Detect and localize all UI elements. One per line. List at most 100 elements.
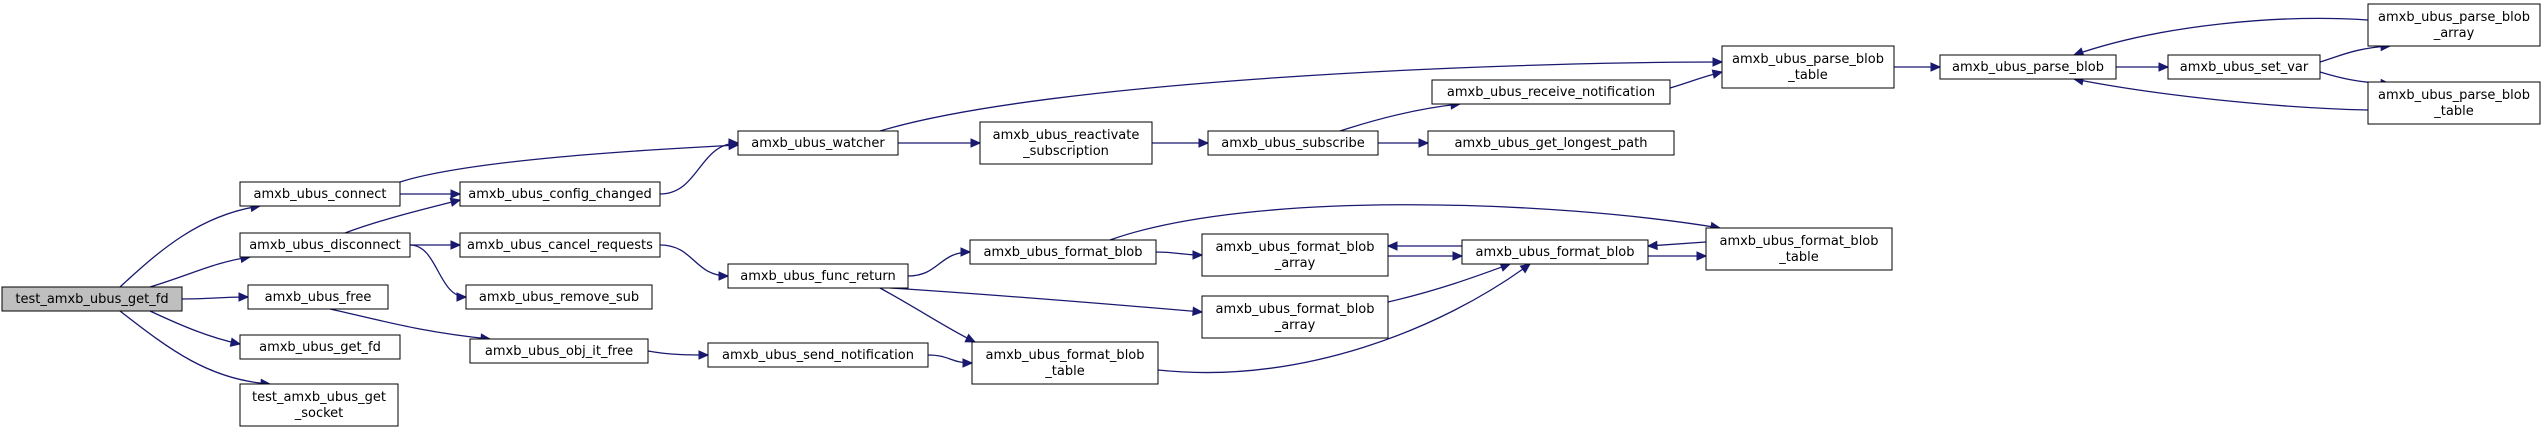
node-format-blob-array-1[interactable]: amxb_ubus_format_blob_array — [1201, 233, 1389, 277]
node-free[interactable]: amxb_ubus_free — [247, 284, 389, 310]
node-label: _subscription — [1022, 144, 1109, 159]
node-label: _table — [1044, 364, 1084, 379]
edge-reactivate_sub-to-subscribe — [1151, 138, 1210, 148]
node-box — [239, 334, 401, 360]
node-send-notification[interactable]: amxb_ubus_send_notification — [707, 342, 929, 368]
node-watcher[interactable]: amxb_ubus_watcher — [737, 130, 899, 156]
node-label: amxb_ubus_subscribe — [1221, 136, 1364, 151]
node-label: amxb_ubus_obj_it_free — [485, 344, 633, 359]
edge-send_notification-to-format_blob_table_1 — [927, 354, 974, 368]
node-box — [247, 284, 389, 310]
edge-config_changed-to-watcher — [659, 138, 740, 195]
edge-format_blob_1-to-format_blob_array_1 — [1155, 250, 1204, 260]
node-box — [459, 232, 661, 258]
edge-disconnect-to-config_changed — [344, 197, 462, 234]
node-box — [1721, 45, 1895, 89]
node-receive-notification[interactable]: amxb_ubus_receive_notification — [1431, 79, 1671, 105]
edge-test_get_fd-to-disconnect — [149, 253, 252, 288]
node-box — [239, 232, 411, 258]
node-format-blob-array-2[interactable]: amxb_ubus_format_blob_array — [1201, 295, 1389, 339]
node-box — [2367, 81, 2541, 125]
node-parse-blob-array[interactable]: amxb_ubus_parse_blob_array — [2367, 3, 2541, 47]
node-label: amxb_ubus_parse_blob — [1732, 52, 1884, 67]
node-format-blob-2[interactable]: amxb_ubus_format_blob — [1461, 239, 1649, 265]
node-label: _array — [1274, 318, 1316, 333]
nodes-layer: test_amxb_ubus_get_fdamxb_ubus_connectam… — [1, 3, 2541, 427]
node-get-fd[interactable]: amxb_ubus_get_fd — [239, 334, 401, 360]
edge-test_get_fd-to-free — [181, 292, 250, 302]
node-box — [1431, 79, 1671, 105]
edge-subscribe-to-receive_notification — [1339, 100, 1462, 132]
node-format-blob-table-2[interactable]: amxb_ubus_format_blob_table — [1705, 227, 1893, 271]
node-format-blob-1[interactable]: amxb_ubus_format_blob — [969, 239, 1157, 265]
node-format-blob-table-1[interactable]: amxb_ubus_format_blob_table — [971, 341, 1159, 385]
edge-format_blob_table_1-to-format_blob_2 — [1157, 263, 1531, 374]
edge-disconnect-to-remove_sub — [409, 244, 468, 302]
edge-format_blob_table_2-to-format_blob_2 — [1646, 240, 1707, 251]
node-parse-blob-table-1[interactable]: amxb_ubus_parse_blob_table — [1721, 45, 1895, 89]
node-label: _array — [2433, 26, 2475, 41]
node-label: amxb_ubus_reactivate — [993, 128, 1140, 143]
node-box — [1201, 295, 1389, 339]
node-box — [1207, 130, 1379, 156]
node-set-var[interactable]: amxb_ubus_set_var — [2167, 54, 2321, 80]
node-box — [737, 130, 899, 156]
edge-connect-to-config_changed — [399, 189, 462, 199]
node-parse-blob-table-2[interactable]: amxb_ubus_parse_blob_table — [2367, 81, 2541, 125]
edge-format_blob_array_2-to-format_blob_2 — [1387, 262, 1512, 303]
node-cancel-requests[interactable]: amxb_ubus_cancel_requests — [459, 232, 661, 258]
node-label: amxb_ubus_receive_notification — [1447, 85, 1655, 100]
node-label: amxb_ubus_format_blob — [1719, 234, 1878, 249]
node-label: amxb_ubus_func_return — [740, 269, 896, 284]
node-test-get-fd[interactable]: test_amxb_ubus_get_fd — [1, 286, 183, 312]
node-label: amxb_ubus_format_blob — [983, 245, 1142, 260]
node-obj-it-free[interactable]: amxb_ubus_obj_it_free — [469, 338, 649, 364]
edge-format_blob_2-to-format_blob_table_2 — [1648, 251, 1708, 261]
node-label: amxb_ubus_config_changed — [468, 187, 651, 202]
node-box — [465, 284, 653, 310]
node-subscribe[interactable]: amxb_ubus_subscribe — [1207, 130, 1379, 156]
node-box — [2367, 3, 2541, 47]
edge-parse_blob_table_1-to-parse_blob — [1894, 62, 1942, 72]
node-remove-sub[interactable]: amxb_ubus_remove_sub — [465, 284, 653, 310]
node-get-longest-path[interactable]: amxb_ubus_get_longest_path — [1427, 130, 1675, 156]
node-box — [707, 342, 929, 368]
edge-disconnect-to-cancel_requests — [410, 240, 462, 250]
node-label: _array — [1274, 256, 1316, 271]
node-label: amxb_ubus_send_notification — [722, 348, 914, 363]
node-box — [1427, 130, 1675, 156]
node-connect[interactable]: amxb_ubus_connect — [239, 181, 401, 207]
node-box — [1705, 227, 1893, 271]
node-label: _socket — [294, 406, 344, 421]
node-label: amxb_ubus_get_longest_path — [1455, 136, 1648, 151]
node-label: amxb_ubus_free — [265, 290, 372, 305]
edge-cancel_requests-to-func_return — [659, 244, 730, 281]
edge-test_get_fd-to-connect — [119, 202, 262, 288]
node-parse-blob[interactable]: amxb_ubus_parse_blob — [1939, 54, 2117, 80]
node-box — [239, 383, 399, 427]
edge-format_blob_2-to-format_blob_array_1 — [1386, 241, 1462, 251]
node-label: amxb_ubus_connect — [254, 187, 387, 202]
node-label: test_amxb_ubus_get_fd — [15, 292, 168, 307]
node-label: test_amxb_ubus_get — [252, 390, 386, 405]
node-config-changed[interactable]: amxb_ubus_config_changed — [459, 181, 661, 207]
edge-func_return-to-format_blob_table_1 — [879, 287, 977, 343]
node-label: _table — [2433, 104, 2473, 119]
edge-connect-to-watcher — [399, 140, 740, 183]
edges-layer — [119, 17, 2392, 389]
node-test-get-socket[interactable]: test_amxb_ubus_get_socket — [239, 383, 399, 427]
edge-func_return-to-format_blob_1 — [907, 247, 972, 277]
node-disconnect[interactable]: amxb_ubus_disconnect — [239, 232, 411, 258]
node-reactivate-sub[interactable]: amxb_ubus_reactivate_subscription — [979, 121, 1153, 165]
node-box — [2167, 54, 2321, 80]
node-label: _table — [1778, 250, 1818, 265]
node-box — [1, 286, 183, 312]
node-label: amxb_ubus_remove_sub — [479, 290, 639, 305]
node-box — [1461, 239, 1649, 265]
node-label: amxb_ubus_watcher — [751, 136, 885, 151]
node-func-return[interactable]: amxb_ubus_func_return — [727, 263, 909, 289]
node-label: amxb_ubus_set_var — [2180, 60, 2309, 75]
edge-subscribe-to-get_longest_path — [1377, 138, 1430, 148]
node-box — [971, 341, 1159, 385]
